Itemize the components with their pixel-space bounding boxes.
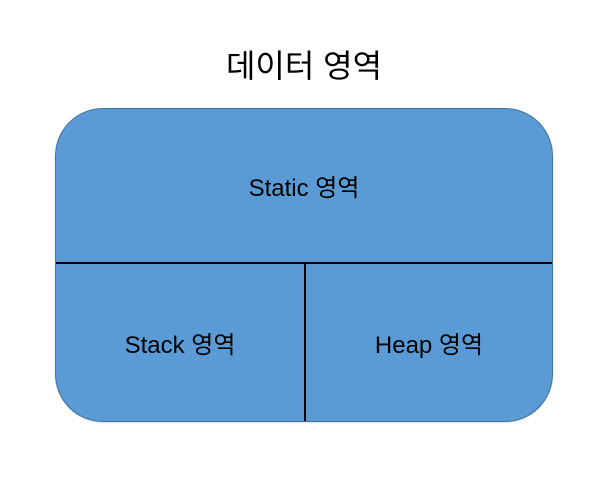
section-static: Static 영역	[56, 109, 552, 264]
section-static-label: Static 영역	[248, 175, 360, 202]
section-heap-label: Heap 영역	[374, 332, 484, 359]
section-heap: Heap 영역	[306, 264, 552, 421]
diagram-title: 데이터 영역	[225, 48, 383, 84]
section-stack-label: Stack 영역	[124, 332, 236, 359]
section-stack: Stack 영역	[56, 264, 306, 421]
memory-diagram-box: Static 영역 Stack 영역 Heap 영역	[55, 108, 553, 422]
